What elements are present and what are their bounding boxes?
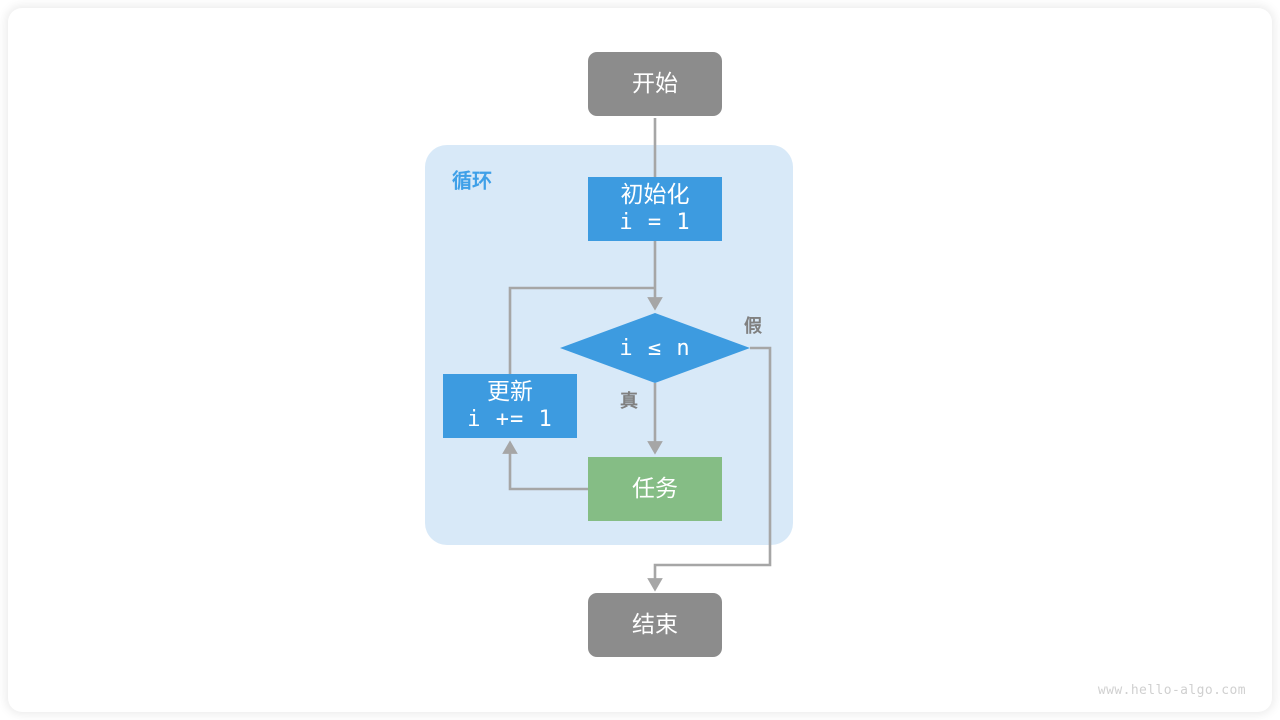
node-end[interactable]: 结束 [588, 593, 722, 657]
node-init-label-line1: 初始化 [621, 181, 690, 207]
edge-label-false: 假 [744, 315, 763, 336]
node-task-label: 任务 [632, 475, 678, 501]
node-start[interactable]: 开始 [588, 52, 722, 116]
node-task[interactable]: 任务 [588, 457, 722, 521]
loop-group-label: 循环 [452, 168, 492, 192]
edge-update-to-condition [508, 286, 655, 374]
node-condition[interactable]: i ≤ n [560, 313, 750, 383]
node-start-label: 开始 [632, 70, 678, 96]
node-update-label-line2: i += 1 [467, 407, 552, 432]
node-update[interactable]: 更新 i += 1 [443, 374, 577, 438]
node-init-label-line2: i = 1 [619, 210, 690, 235]
edge-task-to-update [502, 440, 588, 491]
node-update-label-line1: 更新 [487, 378, 533, 404]
edge-label-true: 真 [620, 390, 638, 411]
watermark-text: www.hello-algo.com [1097, 683, 1246, 698]
edge-condition-false-to-end [647, 346, 772, 592]
node-init[interactable]: 初始化 i = 1 [588, 177, 722, 241]
node-condition-label: i ≤ n [619, 336, 690, 361]
node-end-label: 结束 [632, 611, 678, 637]
